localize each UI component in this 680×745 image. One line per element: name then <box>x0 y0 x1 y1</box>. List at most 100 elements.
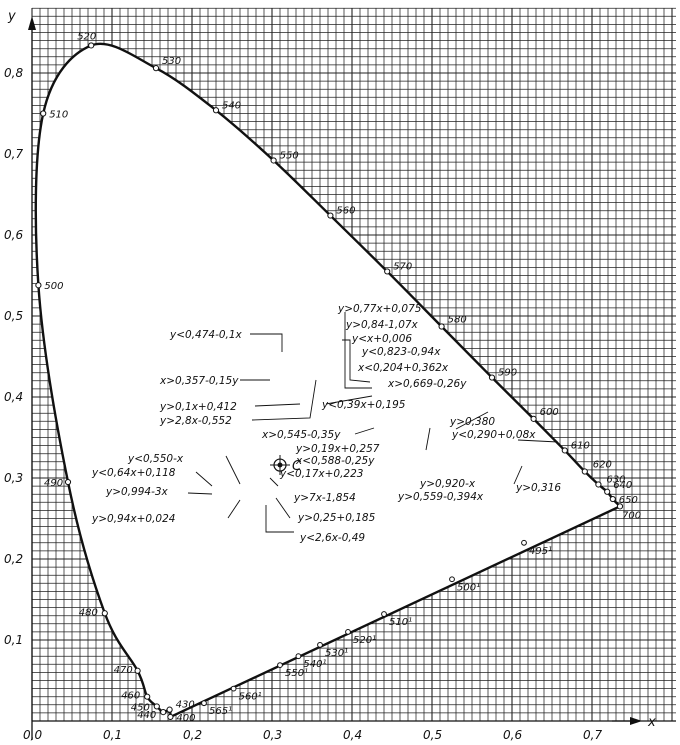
wavelength-point <box>488 374 496 381</box>
x-tick-label: 0,6 <box>503 728 522 742</box>
wavelength-label: 490 <box>44 478 63 489</box>
wavelength-label: 480 <box>79 607 98 618</box>
leader-line <box>513 465 523 485</box>
wavelength-point <box>40 110 47 117</box>
wavelength-point <box>101 610 108 617</box>
y-axis-label: y <box>7 9 16 24</box>
leader-line <box>354 427 375 435</box>
region-inequality-label: x>0,669-0,26y <box>387 378 467 390</box>
axes: y x <box>7 9 656 740</box>
white-point-label: C <box>292 459 302 474</box>
leader-line <box>195 471 213 487</box>
wavelength-point <box>88 42 95 49</box>
x-axis-label: x <box>647 715 656 730</box>
wavelength-point <box>595 481 602 488</box>
x-tick-label: 0,4 <box>343 728 362 742</box>
wavelength-label: 460 <box>121 691 140 702</box>
region-inequality-label: x>0,545-0,35y <box>261 429 341 441</box>
region-inequality-label: y<0,474-0,1x <box>169 329 243 341</box>
x-axis-arrow <box>630 717 642 725</box>
wavelength-label: 510 <box>49 110 68 121</box>
x-tick-label: 0,0 <box>23 728 42 742</box>
complementary-wavelength-point <box>317 641 323 648</box>
complementary-wavelength-label: 500¹ <box>457 582 480 593</box>
wavelength-label: 610 <box>571 440 590 451</box>
wavelength-point <box>581 468 588 475</box>
complementary-wavelength-label: 565¹ <box>209 706 232 717</box>
region-inequality-label: y<0,39x+0,195 <box>321 399 406 411</box>
y-tick-label: 0,8 <box>4 66 23 80</box>
region-inequality-label: y>0,380 <box>449 416 495 428</box>
region-inequality-label: y<0,550-x <box>127 453 184 465</box>
region-inequality-label: y>0,920-x <box>419 478 476 490</box>
leader-line <box>344 312 372 389</box>
y-tick-label: 0,1 <box>4 633 23 647</box>
region-inequality-label: y>0,19x+0,257 <box>295 443 380 455</box>
y-tick-label: 0,4 <box>4 390 23 404</box>
wavelength-point <box>561 447 568 454</box>
leader-line <box>227 499 241 519</box>
wavelength-point <box>160 708 167 716</box>
complementary-wavelength-point <box>521 539 527 546</box>
complementary-wavelength-label: 540¹ <box>303 659 326 670</box>
leader-line <box>342 339 371 383</box>
leader-line <box>275 497 291 519</box>
region-inequality-label: y>0,1x+0,412 <box>159 401 237 413</box>
region-inequality-label: y<0,17x+0,223 <box>279 468 363 480</box>
region-inequality-label: y>0,994-3x <box>105 486 169 498</box>
wavelength-point <box>134 667 141 674</box>
region-inequality-label: x<0,588-0,25y <box>295 455 375 467</box>
complementary-wavelength-point <box>449 576 455 583</box>
region-inequality-label: y>0,77x+0,075 <box>337 303 422 315</box>
region-inequality-label: y<0,290+0,08x <box>451 429 536 441</box>
wavelength-point <box>153 703 160 710</box>
leader-line <box>325 395 373 405</box>
wavelength-label: 400 <box>176 713 195 724</box>
wavelength-point <box>212 107 220 114</box>
wavelength-point <box>609 495 616 503</box>
wavelength-label: 470 <box>114 665 133 676</box>
region-inequality-label: y>0,316 <box>515 482 561 494</box>
region-annotations: y<0,474-0,1x x>0,357-0,15y y>0,1x+0,412 y>2… <box>91 303 561 544</box>
spectral-locus: 4004304404504604704804905005105205305405… <box>34 31 641 724</box>
x-tick-label: 0,7 <box>583 728 602 742</box>
white-point-c: C <box>270 455 302 476</box>
region-inequality-label: y>0,94x+0,024 <box>91 513 175 525</box>
region-inequality-label: y>0,559-0,394x <box>397 491 484 503</box>
region-inequality-label: y>0,25+0,185 <box>297 512 376 524</box>
wavelength-label: 620 <box>593 460 612 471</box>
leader-line <box>225 455 241 485</box>
wavelength-label: 500 <box>44 281 63 292</box>
wavelength-label: 530 <box>162 56 181 67</box>
region-inequality-label: y<x+0,006 <box>351 333 412 345</box>
leader-line <box>187 492 213 495</box>
complementary-wavelength-point <box>230 685 237 692</box>
complementary-wavelength-point <box>295 653 302 660</box>
complementary-wavelength-point <box>277 662 283 669</box>
complementary-wavelength-label: 510¹ <box>389 617 412 628</box>
region-inequality-label: y>0,84-1,07x <box>345 319 419 331</box>
region-inequality-label: x>0,357-0,15y <box>159 375 239 387</box>
wavelength-label: 700 <box>622 510 641 521</box>
region-inequality-label: y<2,6x-0,49 <box>299 532 365 544</box>
wavelength-label: 430 <box>176 700 195 711</box>
wavelength-point <box>166 706 173 713</box>
complementary-wavelength-label: 560¹ <box>239 692 262 703</box>
wavelength-label: 540 <box>222 100 241 111</box>
wavelength-label: 600 <box>540 407 559 418</box>
wavelength-label: 550 <box>280 150 299 161</box>
y-tick-label: 0,2 <box>4 552 23 566</box>
wavelength-point <box>327 212 334 219</box>
complementary-wavelength-point <box>381 611 387 617</box>
wavelength-label: 520 <box>77 31 96 42</box>
region-inequality-label: y>2,8x-0,552 <box>159 415 232 427</box>
wavelength-point <box>64 478 72 486</box>
complementary-wavelength-point <box>345 629 351 635</box>
wavelength-label: 450 <box>131 702 150 713</box>
y-tick-label: 0,3 <box>4 471 23 485</box>
leader-line <box>265 505 294 533</box>
leader-line <box>251 379 317 421</box>
